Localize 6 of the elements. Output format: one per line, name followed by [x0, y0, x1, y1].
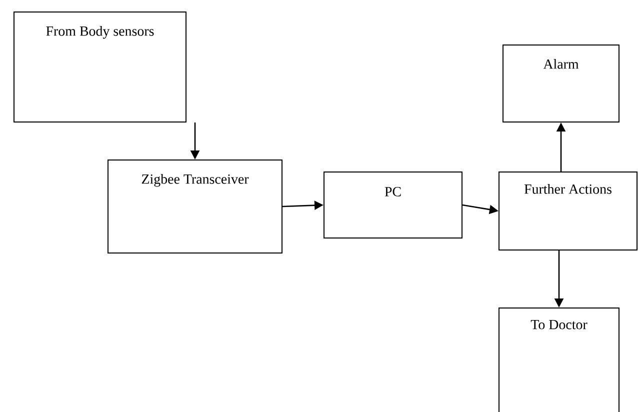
process-box: PC [324, 172, 462, 238]
process-box: From Body sensors [14, 12, 186, 122]
process-box: Alarm [502, 44, 620, 122]
process-box: To Doctor [498, 308, 620, 412]
process-box: Further Actions [498, 172, 638, 250]
process-box: Zigbee Transceiver [108, 160, 282, 254]
